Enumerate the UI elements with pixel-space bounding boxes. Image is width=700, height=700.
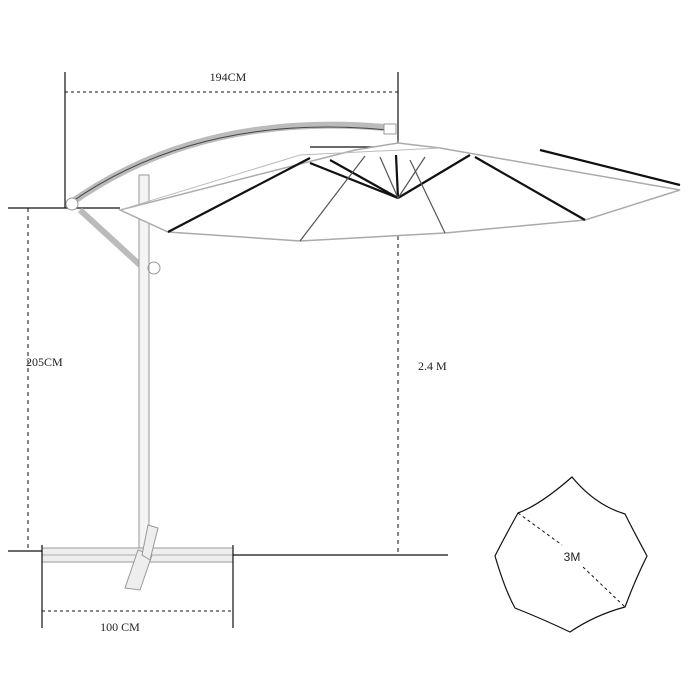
canopy-edge-height-dimension: 205CM bbox=[8, 207, 120, 552]
umbrella-illustration bbox=[41, 121, 681, 591]
arm-reach-dimension: 194CM bbox=[64, 70, 399, 208]
canopy-diameter-label: 3M bbox=[564, 550, 581, 564]
canopy-edge-height-label: 205CM bbox=[26, 355, 63, 369]
base-width-dimension: 100 CM bbox=[41, 545, 234, 634]
canopy-top-view: 3M bbox=[494, 476, 648, 633]
arm-reach-label: 194CM bbox=[210, 70, 247, 84]
total-height-label: 2.4 M bbox=[418, 359, 447, 373]
base-width-label: 100 CM bbox=[100, 620, 140, 634]
total-height-dimension: 2.4 M bbox=[233, 140, 448, 556]
